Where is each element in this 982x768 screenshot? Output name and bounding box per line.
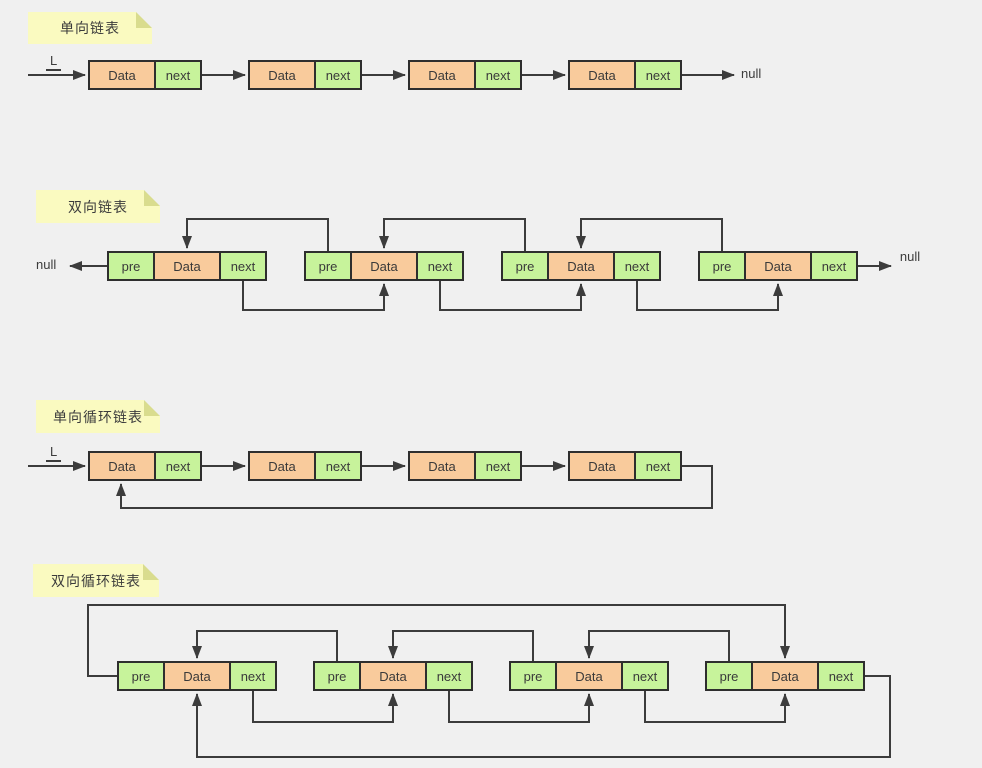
cell-next: next [416, 251, 464, 281]
list-node: pre Data next [509, 661, 669, 691]
cell-data: Data [408, 451, 476, 481]
list-node: pre Data next [107, 251, 267, 281]
cell-pre: pre [501, 251, 549, 281]
note-title: 单向循环链表 [53, 408, 143, 425]
cell-data: Data [350, 251, 418, 281]
d2-next-arrow-1to2 [242, 281, 389, 311]
cell-data: Data [751, 661, 819, 691]
list-node: Data next [88, 451, 202, 481]
note-fold-icon [144, 190, 160, 206]
list-node: pre Data next [705, 661, 865, 691]
note-title: 单向链表 [60, 20, 120, 36]
note-fold-icon [143, 564, 159, 580]
cell-next: next [474, 451, 522, 481]
cell-pre: pre [698, 251, 746, 281]
null-label: null [899, 249, 921, 264]
cell-data: Data [163, 661, 231, 691]
cell-pre: pre [705, 661, 753, 691]
list-node: Data next [408, 60, 522, 90]
list-node: Data next [248, 60, 362, 90]
d2-next-arrow-2to3 [439, 281, 586, 311]
cell-pre: pre [313, 661, 361, 691]
list-node: pre Data next [501, 251, 661, 281]
d2-pre-arrow-4to3 [576, 218, 723, 251]
cell-data: Data [568, 451, 636, 481]
cell-next: next [634, 60, 682, 90]
d2-pre-arrow-3to2 [379, 218, 526, 251]
cell-next: next [474, 60, 522, 90]
sticky-note-singly-circular: 单向循环链表 [36, 400, 160, 433]
note-fold-icon [144, 400, 160, 416]
cell-data: Data [555, 661, 623, 691]
list-node: pre Data next [117, 661, 277, 691]
list-node: Data next [408, 451, 522, 481]
cell-pre: pre [304, 251, 352, 281]
list-node: Data next [568, 60, 682, 90]
d4-pre-arrow-4to3 [584, 630, 730, 661]
cell-next: next [154, 60, 202, 90]
d2-next-arrow-3to4 [636, 281, 783, 311]
cell-data: Data [153, 251, 221, 281]
cell-next: next [613, 251, 661, 281]
list-node: pre Data next [698, 251, 858, 281]
cell-data: Data [88, 60, 156, 90]
sticky-note-doubly-circular: 双向循环链表 [33, 564, 159, 597]
cell-next: next [219, 251, 267, 281]
cell-data: Data [248, 60, 316, 90]
note-fold-icon [136, 12, 152, 28]
cell-data: Data [359, 661, 427, 691]
sticky-note-singly-list: 单向链表 [28, 12, 152, 44]
cell-next: next [621, 661, 669, 691]
d4-next-arrow-1to2 [252, 691, 398, 723]
cell-next: next [154, 451, 202, 481]
d4-pre-arrow-3to2 [388, 630, 534, 661]
null-label: null [36, 257, 57, 272]
d4-next-arrow-2to3 [448, 691, 594, 723]
d4-next-arrow-3to4 [644, 691, 790, 723]
cell-data: Data [88, 451, 156, 481]
cell-pre: pre [107, 251, 155, 281]
list-node: pre Data next [313, 661, 473, 691]
list-node: Data next [88, 60, 202, 90]
head-pointer-label: L [46, 444, 62, 462]
cell-data: Data [744, 251, 812, 281]
list-node: Data next [568, 451, 682, 481]
d2-pre-arrow-2to1 [182, 218, 329, 251]
cell-next: next [229, 661, 277, 691]
cell-next: next [314, 451, 362, 481]
list-node: pre Data next [304, 251, 464, 281]
d4-pre-arrow-2to1 [192, 630, 338, 661]
null-label: null [741, 66, 762, 81]
cell-next: next [314, 60, 362, 90]
sticky-note-doubly-list: 双向链表 [36, 190, 160, 223]
cell-next: next [810, 251, 858, 281]
head-pointer-label: L [46, 53, 62, 71]
cell-next: next [817, 661, 865, 691]
cell-data: Data [248, 451, 316, 481]
cell-pre: pre [117, 661, 165, 691]
cell-data: Data [568, 60, 636, 90]
cell-data: Data [408, 60, 476, 90]
note-title: 双向循环链表 [51, 572, 141, 589]
cell-data: Data [547, 251, 615, 281]
cell-pre: pre [509, 661, 557, 691]
cell-next: next [425, 661, 473, 691]
note-title: 双向链表 [68, 198, 128, 215]
cell-next: next [634, 451, 682, 481]
list-node: Data next [248, 451, 362, 481]
